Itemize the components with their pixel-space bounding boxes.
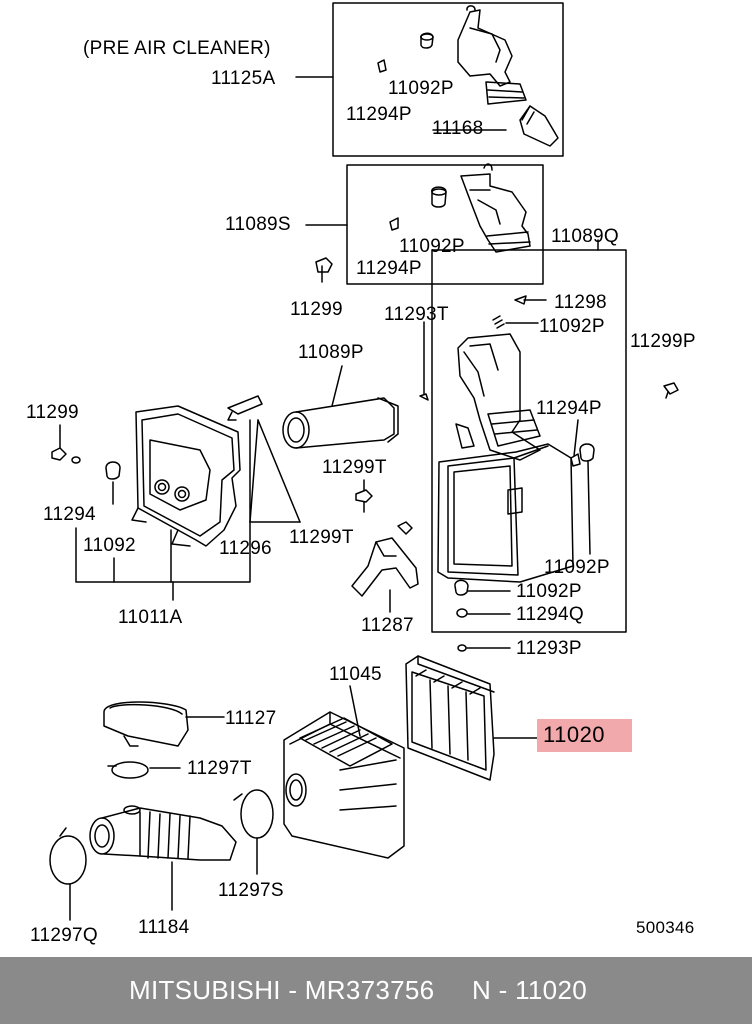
parts-diagram-drawing [49,2,679,921]
label-11092P-e: 11092P [516,581,582,602]
pre-air-cleaner-snorkel-11168 [519,105,559,147]
footer-part-info: MITSUBISHI - MR373756 N - 11020 [129,975,587,1005]
label-11294: 11294 [43,504,96,525]
air-cleaner-body-11045 [283,711,405,859]
clip-11294P-c [570,453,581,467]
clip-11092P-b [431,186,447,208]
label-11092P-d: 11092P [544,557,610,578]
resonator-inlet-duct [455,333,541,461]
bolt-11299-b [51,447,67,461]
assembly-11089Q-frame [431,249,627,633]
air-cleaner-bracket-11011A [131,405,241,547]
pin-11293P [457,644,467,652]
label-11294Q: 11294Q [516,604,585,625]
bracket-11296 [227,395,263,421]
label-11296: 11296 [219,538,272,559]
label-11089Q: 11089Q [551,226,620,247]
label-11020-highlighted[interactable]: 11020 [543,722,606,747]
clip-11092P-d [579,443,595,555]
highlight-box [537,719,632,752]
label-11168: 11168 [432,118,484,139]
bolt-11299P [663,382,679,399]
label-11299T-a: 11299T [322,457,387,478]
label-11125A: 11125A [211,68,276,89]
clip-11092P-a [420,32,434,49]
resonator-box [437,443,574,583]
clamp-11297S [233,789,274,839]
label-11092P-c: 11092P [539,316,605,337]
pre-air-cleaner-duct [457,5,527,105]
label-11092: 11092 [83,535,136,556]
label-11293P: 11293P [516,638,582,659]
label-11293T: 11293T [384,304,449,325]
label-11184: 11184 [138,917,190,938]
label-11294P-b: 11294P [356,258,422,279]
label-11287: 11287 [361,615,414,636]
bolt-11299-a [315,257,333,283]
label-11297T: 11297T [187,758,252,779]
pre-air-cleaner-frame [332,2,564,157]
clip-11294P-a [377,59,387,73]
pin-11293T [419,393,429,401]
clip-11294P-b [389,217,399,231]
label-11092P-b: 11092P [399,236,465,257]
clip-11294 [71,456,81,464]
label-11092P-a: 11092P [388,78,454,99]
label-11298: 11298 [554,292,607,313]
label-11127: 11127 [225,708,277,729]
bolt-11299T-b [397,521,413,535]
bracket-11287 [351,537,419,597]
clip-11092 [105,461,121,480]
label-11299T-b: 11299T [289,527,354,548]
washer-11294Q [456,608,468,618]
label-11299P: 11299P [630,331,696,352]
cover-11127 [103,701,189,747]
label-11045: 11045 [329,664,382,685]
air-filter-11020 [405,655,495,781]
label-11011A: 11011A [118,607,183,628]
label-11294P-c: 11294P [536,398,602,419]
label-11089P: 11089P [298,342,364,363]
footer-bar [0,957,752,1024]
label-11297Q: 11297Q [30,925,99,946]
bolt-11299T-a [355,489,373,513]
label-pre-air-cleaner: (PRE AIR CLEANER) [83,38,271,59]
label-11089S: 11089S [225,214,291,235]
spring-11092P-c [492,315,505,329]
label-11299-b: 11299 [26,402,79,423]
clip-11092P-e [454,579,469,596]
diagram-number: 500346 [636,918,695,937]
hose-11184 [89,805,237,861]
clamp-11297T [107,761,149,779]
hose-11089P [282,397,399,449]
label-11297S: 11297S [218,880,284,901]
duct-11089S [460,163,531,253]
clamp-11297Q [49,827,87,885]
label-11299-a: 11299 [290,299,343,320]
label-11294P-a: 11294P [346,104,412,125]
